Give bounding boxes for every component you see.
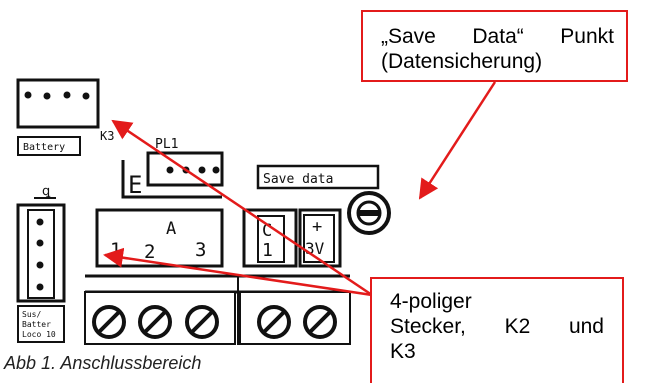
callout-connector-word1: Stecker, bbox=[390, 315, 466, 338]
label-c: C bbox=[262, 221, 272, 241]
small-label-3: Loco 10 bbox=[22, 330, 56, 339]
k2-connector bbox=[16, 203, 66, 303]
screw-terminal bbox=[303, 305, 337, 339]
label-e: E bbox=[128, 171, 142, 199]
battery-box bbox=[17, 136, 81, 156]
label-save-data: Save data bbox=[263, 172, 333, 187]
callout-save-word2: Data“ bbox=[472, 25, 524, 48]
callout-save-data: „Save Data“ Punkt (Datensicherung) bbox=[361, 10, 628, 82]
arrow-to-k2 bbox=[103, 247, 373, 297]
label-battery: Battery bbox=[23, 142, 65, 153]
figure-caption: Abb 1. Anschlussbereich bbox=[4, 353, 202, 373]
callout-save-word3: Punkt bbox=[560, 25, 614, 48]
callout-connector-word3: und bbox=[568, 315, 604, 338]
label-a: A bbox=[166, 219, 176, 239]
save-data-pad bbox=[347, 191, 391, 235]
screw-terminals bbox=[84, 291, 351, 345]
screw-terminal bbox=[185, 305, 219, 339]
callout-save-word1: „Save bbox=[381, 25, 436, 48]
callout-connector-line1: 4-poliger bbox=[390, 290, 472, 313]
label-k3: K3 bbox=[100, 129, 114, 143]
callout-connector-word2: K2 bbox=[504, 315, 531, 338]
screw-terminal bbox=[92, 305, 126, 339]
k3-connector bbox=[16, 78, 100, 129]
save-data-box bbox=[256, 164, 380, 190]
screw-terminal bbox=[257, 305, 291, 339]
label-plus: + bbox=[312, 217, 322, 237]
small-label-box bbox=[17, 305, 65, 343]
arrow-to-k3 bbox=[111, 119, 373, 297]
label-ground-symbol: ꝗ bbox=[42, 184, 51, 199]
label-c1: 1 bbox=[262, 240, 273, 261]
screw-terminal bbox=[138, 305, 172, 339]
small-label-2: Batter bbox=[22, 320, 51, 329]
callout-save-line2: (Datensicherung) bbox=[381, 50, 543, 73]
small-label-1: Sus/ bbox=[22, 310, 41, 319]
label-2: 2 bbox=[144, 241, 155, 263]
callout-connector-line3: K3 bbox=[390, 340, 416, 363]
label-pl1: PL1 bbox=[155, 137, 178, 152]
label-3: 3 bbox=[195, 239, 206, 261]
arrow-to-save-data-pad bbox=[418, 81, 497, 200]
callout-connector: 4-poliger Stecker, K2 und K3 bbox=[370, 277, 624, 383]
